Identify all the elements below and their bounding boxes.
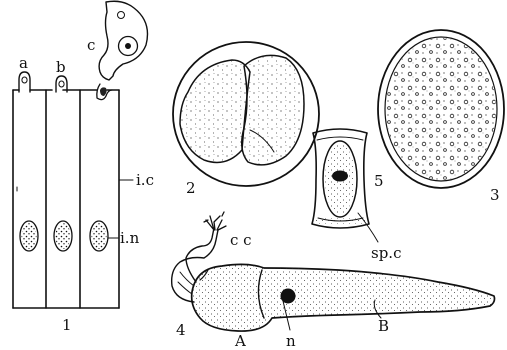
figure-number-4: 4 [176,321,186,339]
nucleus-b-granules [56,223,71,249]
figure-number-3: 3 [490,186,500,204]
figure-4-gregarine: c c 4 A n B [172,212,495,350]
label-b: b [56,58,66,76]
nucleus-a-granules [22,223,37,249]
figure-number-2: 2 [186,179,196,197]
label-c: c [87,36,95,54]
figure-2-cyst: 2 [173,42,319,197]
label-B: B [378,317,389,335]
figure-1-intestinal-cells: a b c i.c i.n 1 [13,1,154,334]
sporozoite-a-nucleus [22,77,27,83]
label-a: a [19,54,28,72]
cyst-contents [386,38,496,180]
label-A: A [234,332,246,350]
figure-5-spore: 5 sp.c [312,129,401,262]
label-spc: sp.c [371,244,401,262]
nucleus-c-granules [92,223,107,249]
crown-hooks [204,212,226,230]
sporozoite-a [19,72,30,92]
label-n: n [286,332,296,350]
sporozoite-b-nucleus [59,81,64,87]
figure-number-1: 1 [62,316,72,334]
label-cc: c c [230,231,252,249]
sporozoite-c [97,1,148,99]
spore-nucleus [332,171,348,182]
figure-3-cyst: 3 [378,30,504,204]
figure-number-5: 5 [374,172,384,190]
label-ic: i.c [136,171,154,189]
label-in: i.n [120,229,140,247]
